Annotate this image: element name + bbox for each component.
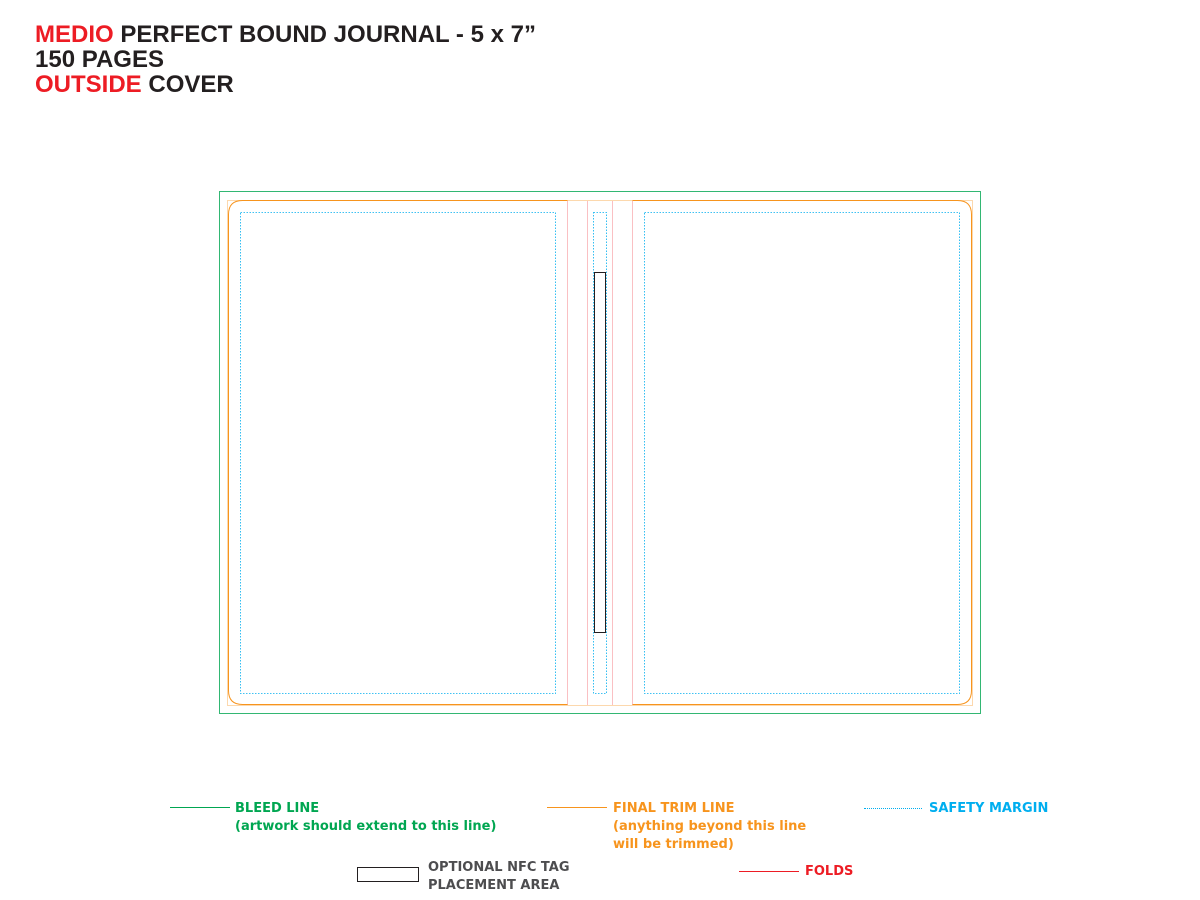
safety-margin-swatch	[864, 808, 922, 809]
trim-line-front-cover	[632, 200, 972, 705]
cover-side-label: OUTSIDE	[35, 71, 142, 98]
legend-bleed-line: BLEED LINE (artwork should extend to thi…	[235, 800, 496, 836]
safety-margins	[240, 212, 960, 694]
trim-line-outer	[227, 200, 973, 706]
nfc-tag-title-2: PLACEMENT AREA	[428, 878, 560, 893]
safety-margin-spine	[593, 212, 607, 694]
trim-line-note-2: will be trimmed)	[613, 837, 734, 852]
product-title: PERFECT BOUND JOURNAL - 5 x 7”	[120, 21, 536, 48]
legend-final-trim-line: FINAL TRIM LINE (anything beyond this li…	[613, 800, 806, 854]
page-count: 150 PAGES	[35, 46, 164, 73]
trim-line-note-1: (anything beyond this line	[613, 819, 807, 834]
header-line-1: MEDIO PERFECT BOUND JOURNAL - 5 x 7”	[35, 22, 536, 47]
folds-title: FOLDS	[805, 864, 854, 879]
bleed-line-note: (artwork should extend to this line)	[235, 819, 497, 834]
bleed-line-swatch	[170, 807, 230, 808]
safety-margin-back-cover	[240, 212, 556, 694]
fold-lines	[567, 201, 633, 705]
safety-margin-title: SAFETY MARGIN	[929, 801, 1049, 816]
product-size-label: MEDIO	[35, 21, 114, 48]
document-header: MEDIO PERFECT BOUND JOURNAL - 5 x 7” 150…	[35, 22, 536, 97]
legend-folds: FOLDS	[805, 863, 853, 881]
bleed-line	[219, 191, 981, 714]
trim-line-back-cover	[228, 200, 568, 705]
legend-nfc-tag: OPTIONAL NFC TAG PLACEMENT AREA	[428, 859, 570, 895]
nfc-tag-swatch	[357, 867, 419, 882]
nfc-tag-placement-area	[594, 272, 606, 633]
folds-swatch	[739, 871, 799, 872]
bleed-line-title: BLEED LINE	[235, 801, 320, 816]
trim-line-title: FINAL TRIM LINE	[613, 801, 735, 816]
safety-margin-front-cover	[644, 212, 960, 694]
header-line-3: OUTSIDE COVER	[35, 72, 536, 97]
trim-line-swatch	[547, 807, 607, 808]
cover-label: COVER	[148, 71, 234, 98]
legend-safety-margin: SAFETY MARGIN	[929, 800, 1048, 818]
nfc-tag-title-1: OPTIONAL NFC TAG	[428, 860, 570, 875]
